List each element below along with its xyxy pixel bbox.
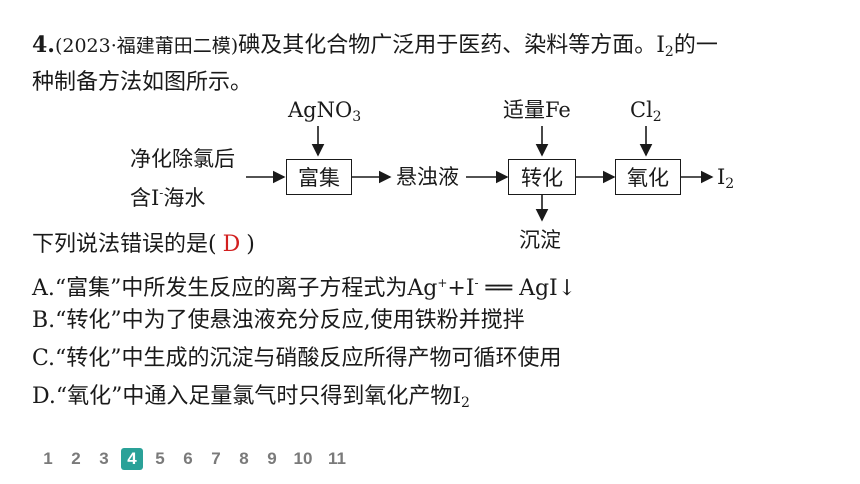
box-oxidize: 氧化 xyxy=(615,159,681,195)
page-10[interactable]: 10 xyxy=(293,449,313,468)
page-8[interactable]: 8 xyxy=(239,449,249,468)
question-line-1: 4.(2023·福建莆田二模)碘及其化合物广泛用于医药、染料等方面。I2的一 xyxy=(32,32,718,60)
option-c: C.“转化”中生成的沉淀与硝酸反应所得产物可循环使用 xyxy=(32,346,562,371)
option-a: A.“富集”中所发生反应的离子方程式为Ag++I- ══ AgI↓ xyxy=(32,276,577,301)
question-line-2: 种制备方法如图所示。 xyxy=(32,68,252,98)
page-6[interactable]: 6 xyxy=(183,449,193,468)
answer-mark: D xyxy=(222,232,241,257)
reagent-cl2: Cl2 xyxy=(630,98,662,125)
page-4-active[interactable]: 4 xyxy=(121,448,143,470)
page-1[interactable]: 1 xyxy=(43,449,53,468)
box-convert: 转化 xyxy=(508,159,576,195)
suspension-label: 悬浊液 xyxy=(396,165,459,189)
question-source: (2023·福建莆田二模) xyxy=(54,35,239,57)
page-9[interactable]: 9 xyxy=(267,449,277,468)
input-label-line1: 净化除氯后 xyxy=(130,147,235,171)
page-5[interactable]: 5 xyxy=(155,449,165,468)
pagination: 1 2 3 4 5 6 7 8 9 10 11 xyxy=(34,448,354,470)
question-text-1: 碘及其化合物广泛用于医药、染料等方面。I xyxy=(238,33,665,58)
question-number: 4. xyxy=(32,32,55,58)
page-11[interactable]: 11 xyxy=(328,449,346,468)
page-2[interactable]: 2 xyxy=(71,449,81,468)
page-7[interactable]: 7 xyxy=(211,449,221,468)
option-b: B.“转化”中为了使悬浊液充分反应,使用铁粉并搅拌 xyxy=(32,308,525,333)
option-d: D.“氧化”中通入足量氯气时只得到氧化产物I2 xyxy=(32,384,470,411)
page-3[interactable]: 3 xyxy=(99,449,109,468)
prompt-line: 下列说法错误的是(D) xyxy=(32,232,255,257)
reagent-agno3: AgNO3 xyxy=(288,98,362,125)
input-label-line2: 含I-海水 xyxy=(130,186,206,210)
output-i2: I2 xyxy=(717,165,735,192)
box-enrich: 富集 xyxy=(286,159,352,195)
precipitate-label: 沉淀 xyxy=(519,228,561,252)
reagent-fe: 适量Fe xyxy=(503,98,571,122)
question-text-2: 种制备方法如图所示。 xyxy=(32,70,253,95)
